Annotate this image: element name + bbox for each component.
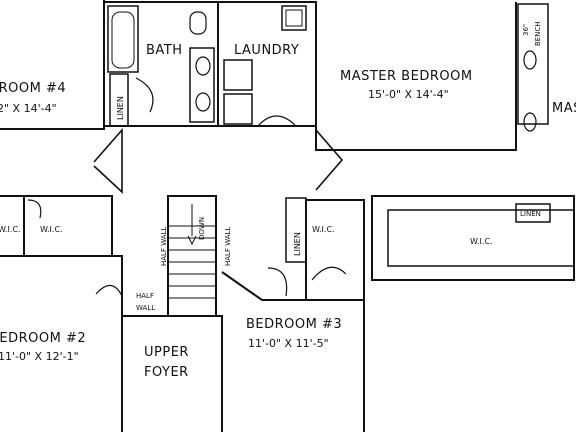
toilet bbox=[189, 11, 207, 35]
half-wall-right-label: HALF WALL bbox=[224, 227, 232, 266]
linen-hall-label: LINEN bbox=[293, 232, 302, 256]
upper-foyer-line2: FOYER bbox=[144, 365, 189, 380]
bedroom-4-dims: 12'-2" X 14'-4" bbox=[0, 102, 57, 115]
washer bbox=[223, 59, 253, 91]
bedroom-3-walls bbox=[221, 271, 365, 432]
linen-master-label: LINEN bbox=[520, 210, 541, 218]
wic-bedroom3-label: W.I.C. bbox=[312, 225, 335, 234]
wic-left-label: W.I.C. bbox=[0, 225, 21, 234]
master-bedroom-name: MASTER BEDROOM bbox=[340, 69, 473, 84]
half-wall-left-label: HALF WALL bbox=[160, 227, 168, 266]
bath-vanity bbox=[189, 47, 215, 123]
master-bench bbox=[517, 3, 549, 125]
laundry-walls bbox=[217, 1, 317, 127]
bedroom-3-name: BEDROOM #3 bbox=[246, 317, 342, 332]
bedroom-4-name: BEDROOM #4 bbox=[0, 81, 66, 96]
bench-label: BENCH bbox=[534, 21, 542, 46]
laundry-name: LAUNDRY bbox=[234, 43, 299, 58]
master-bath-name: MASTER BATH bbox=[552, 101, 576, 116]
wic-bedroom4-walls bbox=[23, 195, 113, 257]
linen-bath-label: LINEN bbox=[116, 96, 125, 120]
wic-bedroom4-label: W.I.C. bbox=[40, 225, 63, 234]
dryer bbox=[223, 93, 253, 125]
bedroom-2-name: BEDROOM #2 bbox=[0, 331, 86, 346]
wic-master-label: W.I.C. bbox=[470, 237, 493, 246]
half-wall-lower-line1: HALF bbox=[136, 292, 154, 300]
upper-foyer-walls bbox=[121, 315, 223, 432]
upper-foyer-line1: UPPER bbox=[144, 345, 189, 360]
bath-name: BATH bbox=[146, 43, 183, 58]
master-bedroom-dims: 15'-0" X 14'-4" bbox=[368, 88, 449, 101]
bathtub bbox=[107, 5, 139, 73]
linen-master-closet bbox=[515, 203, 551, 223]
down-label: DOWN bbox=[198, 217, 206, 240]
half-wall-lower-line2: WALL bbox=[136, 304, 155, 312]
wic-bedroom3-walls bbox=[305, 199, 365, 301]
linen-bath-closet bbox=[109, 73, 129, 127]
bedroom-3-dims: 11'-0" X 11'-5" bbox=[248, 337, 329, 350]
master-bedroom-walls bbox=[315, 2, 517, 151]
bedroom-2-dims: 11'-0" X 12'-1" bbox=[0, 350, 79, 363]
laundry-sink bbox=[281, 5, 307, 31]
bench-size-label: 36" bbox=[522, 24, 530, 36]
